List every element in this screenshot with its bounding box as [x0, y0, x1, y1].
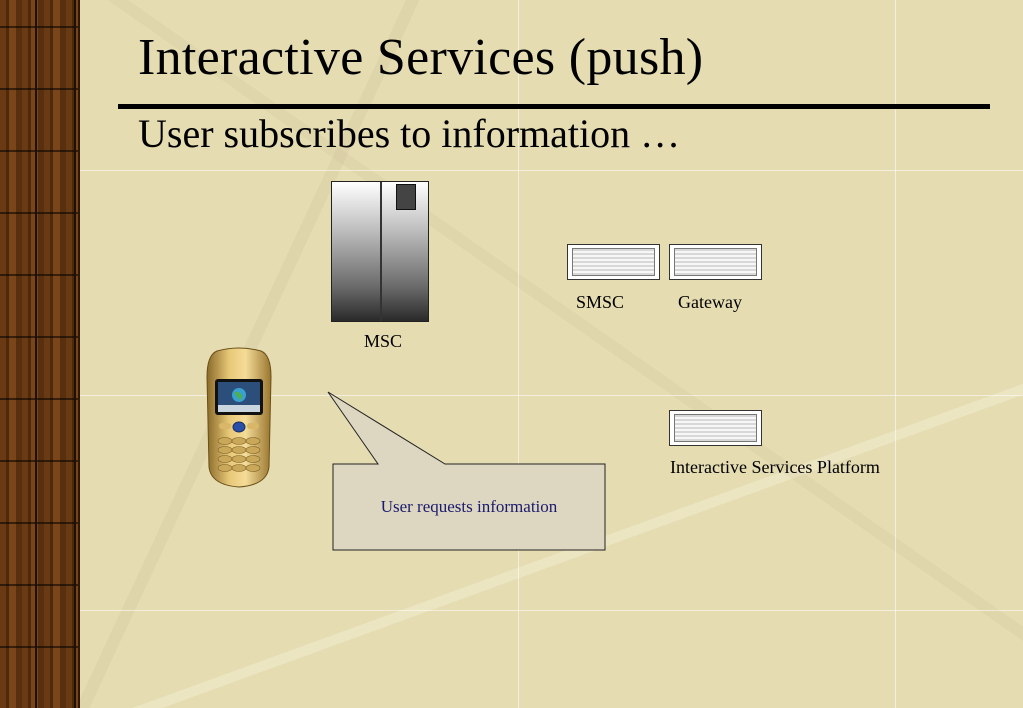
strip-divider: [74, 0, 76, 708]
slide-title: Interactive Services (push): [138, 29, 704, 86]
decorative-side-strip: [0, 0, 80, 708]
background-grid-line: [78, 170, 1023, 171]
msc-switch-icon: [331, 181, 429, 322]
isp-server-panel: [674, 414, 757, 442]
smsc-label: SMSC: [576, 292, 625, 312]
msc-door-divider: [380, 182, 382, 321]
gateway-server-icon: [669, 244, 762, 280]
msc-slot: [396, 184, 416, 210]
gateway-server-panel: [674, 248, 757, 276]
smsc-server-panel: [572, 248, 655, 276]
smsc-server-icon: [567, 244, 660, 280]
msc-label: MSC: [364, 331, 403, 351]
title-underline: [118, 104, 990, 109]
background-grid-line: [895, 0, 896, 708]
background-grid-line: [78, 610, 1023, 611]
isp-label: Interactive Services Platform: [670, 457, 880, 477]
mobile-phone-icon: [206, 347, 272, 488]
strip-divider: [35, 0, 37, 708]
slide-subtitle: User subscribes to information …: [138, 111, 681, 156]
background-grid-line: [518, 0, 519, 708]
callout-text: User requests information: [380, 497, 558, 516]
isp-server-icon: [669, 410, 762, 446]
gateway-label: Gateway: [678, 292, 742, 312]
